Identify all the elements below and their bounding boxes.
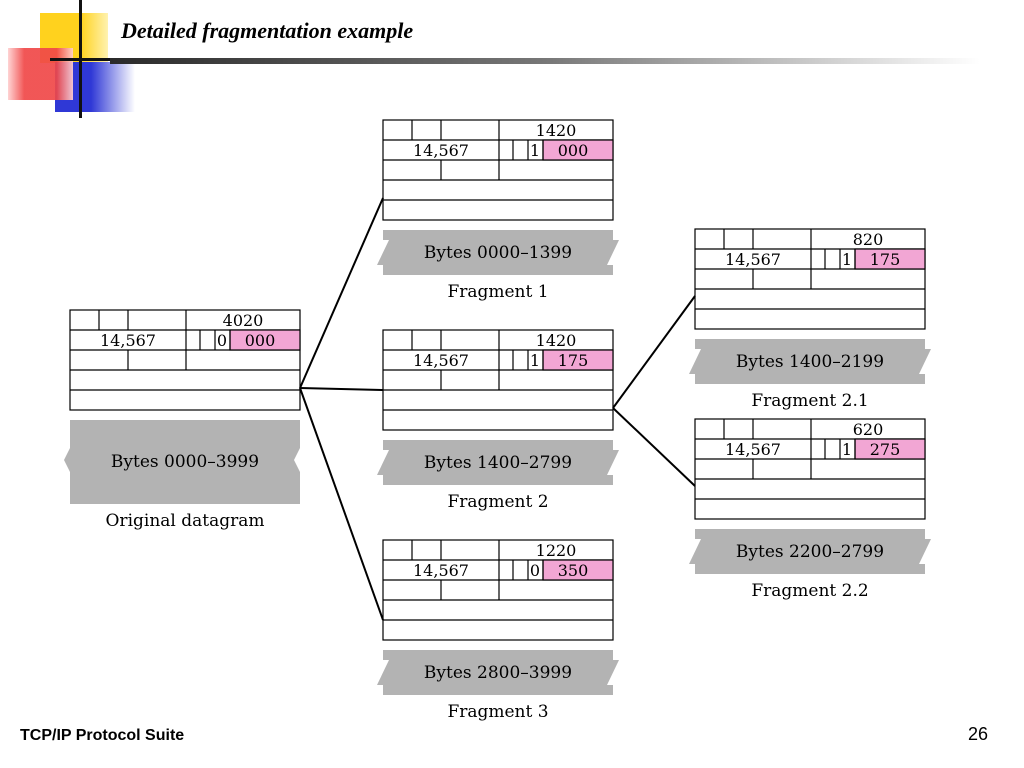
payload-label: Bytes 2800–3999: [424, 663, 572, 683]
fragment-offset-field: 000: [558, 141, 589, 160]
payload-block: [689, 339, 931, 384]
identification-field: 14,567: [100, 331, 156, 350]
header-outline: [69, 309, 301, 411]
connector-line: [612, 407, 696, 487]
more-fragments-flag: 1: [842, 250, 852, 269]
identification-field: 14,567: [725, 440, 781, 459]
connector-line: [612, 295, 696, 409]
page-number: 26: [968, 724, 989, 744]
header-outline: [382, 329, 614, 431]
header-outline: [694, 228, 926, 330]
total-length-field: 1420: [536, 331, 577, 350]
datagram-caption: Fragment 1: [447, 282, 548, 302]
fragment-offset-field: 350: [558, 561, 589, 580]
header-outline: [694, 418, 926, 520]
header-outline: [382, 119, 614, 221]
identification-field: 14,567: [413, 351, 469, 370]
connector-line: [299, 197, 384, 389]
datagram-caption: Original datagram: [106, 511, 265, 531]
total-length-field: 820: [853, 230, 884, 249]
more-fragments-flag: 1: [842, 440, 852, 459]
connector-lines: [299, 197, 696, 621]
header-outline: [382, 539, 614, 641]
payload-block: [64, 420, 300, 504]
corner-decoration: [0, 0, 140, 118]
more-fragments-flag: 0: [217, 331, 227, 350]
connector-line: [299, 387, 384, 621]
total-length-field: 1220: [536, 541, 577, 560]
datagram-caption: Fragment 2.2: [751, 581, 868, 601]
payload-block: [377, 650, 619, 695]
payload-label: Bytes 0000–3999: [111, 452, 259, 472]
deco-horizontal-line: [50, 58, 110, 61]
payload-label: Bytes 1400–2199: [736, 352, 884, 372]
deco-red-square: [8, 48, 73, 100]
identification-field: 14,567: [413, 561, 469, 580]
identification-field: 14,567: [413, 141, 469, 160]
fragment-offset-field: 175: [558, 351, 589, 370]
payload-label: Bytes 0000–1399: [424, 243, 572, 263]
payload-label: Bytes 1400–2799: [424, 453, 572, 473]
total-length-field: 620: [853, 420, 884, 439]
payload-block: [377, 440, 619, 485]
fragment-offset-field: 000: [245, 331, 276, 350]
total-length-field: 4020: [223, 311, 264, 330]
fragment-offset-field: 175: [870, 250, 901, 269]
payload-block: [689, 529, 931, 574]
datagram-caption: Fragment 2: [447, 492, 548, 512]
identification-field: 14,567: [725, 250, 781, 269]
slide-title: Detailed fragmentation example: [121, 18, 414, 43]
total-length-field: 1420: [536, 121, 577, 140]
datagram-caption: Fragment 2.1: [751, 391, 868, 411]
title-underline: [110, 58, 980, 64]
more-fragments-flag: 1: [530, 351, 540, 370]
connector-line: [299, 387, 384, 391]
datagram-caption: Fragment 3: [447, 702, 548, 722]
fragment-offset-field: 275: [870, 440, 901, 459]
payload-block: [377, 230, 619, 275]
more-fragments-flag: 1: [530, 141, 540, 160]
more-fragments-flag: 0: [530, 561, 540, 580]
footer-text: TCP/IP Protocol Suite: [20, 727, 185, 744]
payload-label: Bytes 2200–2799: [736, 542, 884, 562]
